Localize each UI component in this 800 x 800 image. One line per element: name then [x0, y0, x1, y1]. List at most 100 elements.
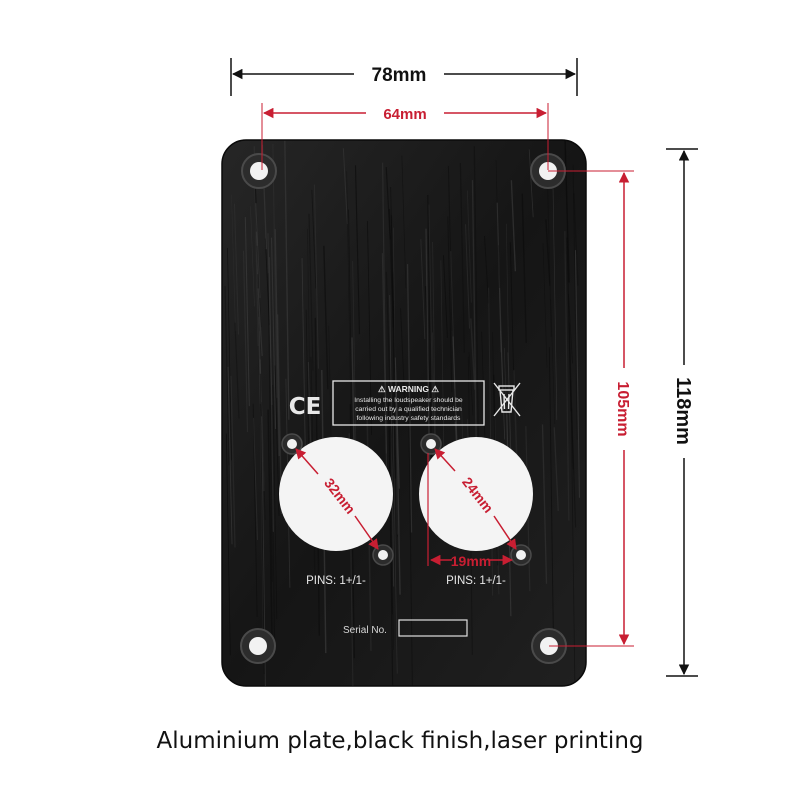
dimension-hole-spacing-height: 105mm [548, 170, 634, 647]
brush-streak [390, 215, 397, 479]
brush-streak [468, 352, 474, 416]
brush-streak [395, 385, 401, 595]
brush-streak [510, 180, 517, 272]
right-connector-cutout [419, 433, 533, 566]
brush-streak [541, 424, 548, 584]
serial-field [398, 619, 468, 637]
brush-streak [572, 164, 578, 440]
brush-streak [274, 365, 280, 517]
brush-streak [484, 235, 490, 304]
brush-streak [311, 189, 317, 289]
brush-streak [388, 208, 395, 328]
brush-streak [234, 322, 240, 419]
brush-streak [570, 408, 577, 528]
brush-streak [552, 175, 558, 420]
brush-streak [392, 422, 398, 674]
warning-line-3: following industry safety standards [357, 415, 461, 422]
brush-streak [471, 180, 478, 463]
brush-streak [342, 148, 348, 225]
brush-streak [354, 165, 361, 335]
brush-streak [224, 286, 230, 466]
brush-streak [553, 427, 559, 511]
brush-streak [389, 399, 395, 488]
brush-streak [272, 384, 278, 619]
brush-streak [406, 264, 413, 533]
dimension-overall-width: 78mm [230, 58, 578, 96]
brush-streak [573, 193, 579, 286]
brush-streak [545, 219, 551, 286]
brush-streak [267, 409, 273, 642]
brush-streak [323, 245, 329, 390]
brush-streak [385, 271, 391, 401]
brush-streak [230, 375, 236, 548]
brush-streak [348, 209, 353, 460]
caption: Aluminium plate,black finish,laser print… [156, 728, 644, 754]
brush-streak [252, 403, 258, 617]
brush-streak [550, 299, 556, 424]
brush-streak [570, 379, 576, 682]
dimension-hole-spacing-width: 64mm [261, 103, 549, 170]
brush-streak [233, 203, 239, 335]
brush-streak [227, 366, 233, 545]
brush-streak [257, 288, 263, 357]
brushed-texture [224, 140, 581, 686]
brush-streak [313, 184, 319, 369]
brush-streak [270, 237, 277, 429]
brush-streak [503, 347, 509, 461]
brush-streak [473, 146, 479, 437]
dimension-label-19mm: 19mm [451, 553, 491, 569]
brush-streak [400, 308, 406, 399]
brush-streak [389, 418, 394, 650]
brush-streak [382, 162, 388, 476]
brush-streak [447, 165, 453, 331]
brush-streak [244, 217, 250, 407]
brush-streak [274, 229, 280, 456]
brush-streak [231, 194, 236, 332]
brush-streak [393, 300, 399, 537]
right-pins-label: PINS: 1+/1- [446, 575, 506, 587]
brush-streak [227, 247, 232, 461]
brush-streak [346, 171, 352, 411]
dimension-label-118mm: 118mm [672, 377, 694, 445]
brush-streak [389, 294, 395, 587]
brush-streak [574, 250, 581, 498]
warning-line-1: Installing the loudspeaker should be [354, 397, 463, 404]
brush-streak [447, 216, 453, 393]
brush-streak [470, 318, 476, 390]
warning-box: ⚠ WARNING ⚠ Installing the loudspeaker s… [332, 380, 485, 426]
corner-hole-bottom-left [240, 628, 276, 664]
brush-streak [452, 336, 458, 447]
brush-streak [242, 250, 249, 433]
warning-title: ⚠ WARNING ⚠ [378, 384, 439, 394]
brush-streak [264, 238, 270, 325]
brush-streak [225, 433, 231, 656]
ce-mark: CE [289, 394, 322, 420]
brush-streak [308, 213, 314, 371]
brush-streak [542, 243, 548, 368]
brush-streak [564, 231, 570, 521]
brush-streak [521, 193, 527, 344]
brush-streak [548, 347, 554, 633]
brush-streak [428, 204, 434, 418]
dimension-label-105mm: 105mm [614, 381, 631, 436]
brush-streak [255, 203, 261, 299]
corner-hole-top-left [241, 153, 277, 189]
brush-streak [466, 190, 472, 303]
brush-streak [252, 417, 259, 540]
left-connector-cutout [279, 433, 394, 566]
dimension-right-mount-offset: 19mm [427, 453, 514, 569]
brush-streak [564, 140, 570, 283]
serial-label: Serial No. [343, 625, 387, 636]
brush-streak [505, 223, 511, 457]
brush-streak [401, 155, 407, 289]
brush-streak [420, 239, 426, 340]
brush-streak [367, 221, 372, 435]
brush-streak [500, 330, 506, 440]
brush-streak [568, 294, 573, 364]
left-pins-label: PINS: 1+/1- [306, 575, 366, 587]
brush-streak [528, 149, 534, 218]
dimension-overall-height: 118mm [666, 148, 698, 677]
warning-line-2: carried out by a qualified technician [355, 406, 462, 413]
brush-streak [546, 171, 552, 337]
brush-streak [259, 373, 266, 675]
